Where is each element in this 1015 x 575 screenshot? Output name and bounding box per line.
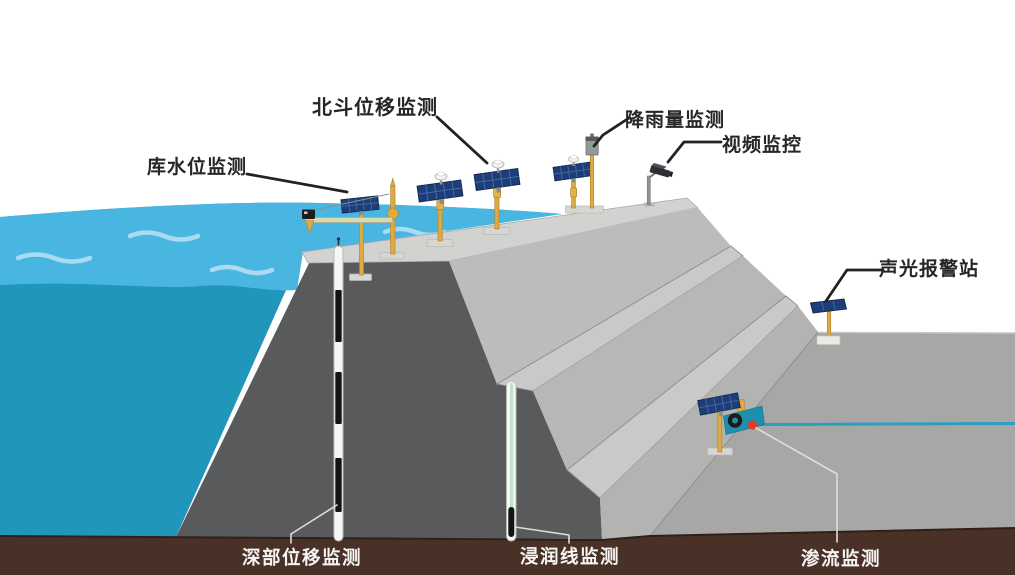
drainage-channel-line [756, 422, 1015, 426]
pointer-deep-displacement [290, 504, 338, 544]
label-video-surveillance: 视频监控 [722, 133, 802, 156]
water-level-station [302, 177, 404, 281]
pointer-rainfall [592, 116, 631, 148]
pointer-alarm [824, 268, 885, 303]
seepage-weir-station [697, 392, 765, 456]
label-alarm-station: 声光报警站 [878, 257, 979, 280]
downstream-slope-mid [533, 256, 786, 470]
downstream-slope-upper [449, 207, 731, 384]
gnss-station-1 [416, 171, 465, 247]
label-deep-displacement: 深部位移监测 [242, 547, 362, 568]
inclinometer-borehole [333, 237, 344, 542]
gnss-station-2 [473, 159, 522, 235]
label-reservoir-level: 库水位监测 [147, 155, 247, 178]
soil-top-edge [0, 527, 1015, 542]
cctv-camera [643, 163, 674, 207]
sensor-cone [305, 220, 315, 234]
label-rainfall: 降雨量监测 [625, 108, 725, 131]
label-phreatic-line: 浸润线监测 [520, 546, 620, 567]
toe-ground [650, 332, 1015, 536]
toe-edge [649, 331, 819, 537]
sensor-arm [305, 217, 393, 223]
pointer-video [666, 140, 723, 164]
label-seepage: 渗流监测 [801, 548, 881, 569]
pointer-seepage [755, 427, 838, 543]
pointer-phreatic [514, 526, 570, 544]
sound-light-alarm-station [809, 298, 848, 345]
radar-level-sensor [302, 209, 315, 219]
pointer-beidou [435, 115, 489, 165]
label-beidou-displacement: 北斗位移监测 [312, 95, 438, 119]
rain-gauge [585, 133, 599, 209]
sensor-cable [314, 193, 390, 211]
downstream-slope-lower [600, 306, 818, 539]
reservoir-water-surface [0, 202, 562, 291]
pointer-reservoir-level [245, 172, 349, 194]
dam-body-cross-section [176, 255, 602, 539]
ground-horizon-edge [817, 331, 1015, 334]
alert-dot [747, 420, 758, 430]
reservoir-water-deep [0, 202, 562, 538]
foundation-soil [0, 528, 1015, 575]
piezometer-tube [506, 380, 517, 542]
